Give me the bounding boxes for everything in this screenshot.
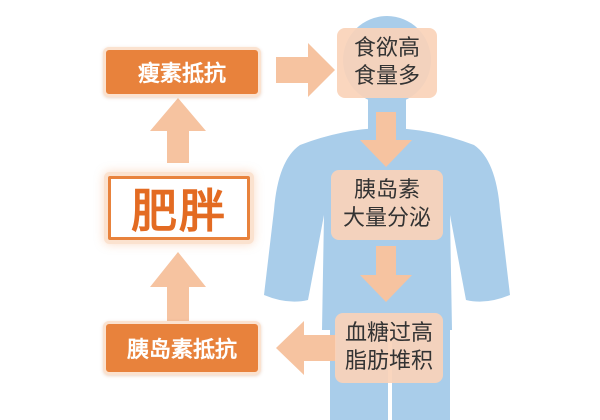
node-blood-sugar-fat: 血糖过高 脂肪堆积 [335,313,443,383]
node-blood-fat-line-1: 血糖过高 [344,321,433,346]
node-appetite-line-1: 食欲高 [353,36,420,61]
node-leptin-resistance: 瘦素抵抗 [103,47,261,97]
arrow-down-icon [360,112,412,167]
node-blood-fat-line-2: 脂肪堆积 [344,349,433,374]
arrow-down-icon [360,246,412,302]
node-insulin-secretion: 胰岛素 大量分泌 [331,170,443,240]
arrow-up-icon [150,98,206,163]
arrow-up-icon [150,252,206,322]
node-appetite-line-2: 食量多 [353,64,420,89]
node-appetite: 食欲高 食量多 [337,28,437,98]
node-obesity: 肥胖 [108,176,250,240]
node-insulin-secretion-line-1: 胰岛素 [353,178,420,203]
arrow-left-icon [276,321,336,375]
node-insulin-secretion-line-2: 大量分泌 [342,206,431,231]
node-insulin-resistance: 胰岛素抵抗 [103,321,261,375]
arrow-right-icon [276,43,335,97]
